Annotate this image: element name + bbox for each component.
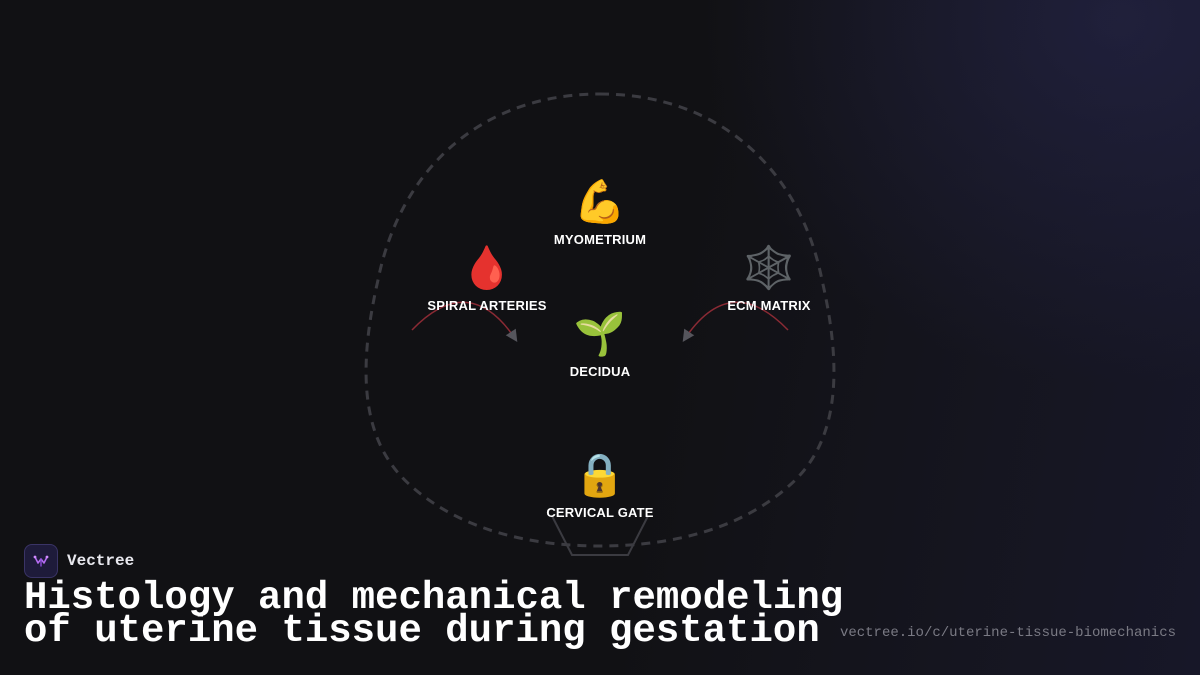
title-line-1: Histology and mechanical remodeling <box>24 576 844 620</box>
node-label: MYOMETRIUM <box>553 232 647 247</box>
node-ecm-matrix: 🕸️ ECM MATRIX <box>679 243 859 314</box>
arrow-ecm-to-decidua <box>682 301 789 343</box>
blood-drop-icon: 🩸 <box>460 243 514 292</box>
lock-icon: 🔒 <box>573 450 627 499</box>
cervix-outline <box>551 515 649 556</box>
uterus-outline <box>364 92 836 548</box>
seedling-icon: 🌱 <box>573 309 627 358</box>
node-label: ECM MATRIX <box>727 298 811 313</box>
node-label: DECIDUA <box>569 364 631 379</box>
node-spiral-arteries: 🩸 SPIRAL ARTERIES <box>397 243 577 314</box>
title-line-2: of uterine tissue during gestation <box>24 609 820 653</box>
node-myometrium: 💪 MYOMETRIUM <box>510 177 690 248</box>
spider-web-icon: 🕸️ <box>742 243 796 292</box>
vectree-logo-icon <box>24 544 58 578</box>
node-label: CERVICAL GATE <box>546 505 654 520</box>
brand[interactable]: Vectree <box>24 544 134 578</box>
node-cervical-gate: 🔒 CERVICAL GATE <box>510 450 690 521</box>
node-label: SPIRAL ARTERIES <box>427 298 547 313</box>
source-url[interactable]: vectree.io/c/uterine-tissue-biomechanics <box>839 625 1176 641</box>
arrow-spiral-to-decidua <box>411 301 518 343</box>
brand-name: Vectree <box>67 552 135 570</box>
node-decidua: 🌱 DECIDUA <box>510 309 690 380</box>
flexed-muscle-icon: 💪 <box>573 177 627 226</box>
page-title: Histology and mechanical remodeling of u… <box>24 579 844 651</box>
